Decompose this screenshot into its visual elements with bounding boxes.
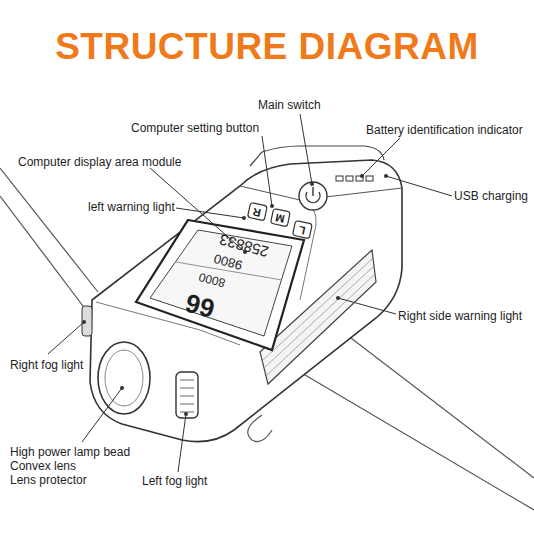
- body-edge: [300, 200, 316, 300]
- display-frame: [136, 220, 304, 350]
- mount-strap: [248, 415, 272, 442]
- handlebar-edge: [300, 372, 534, 510]
- leader-line: [386, 176, 452, 196]
- stripe: [180, 380, 194, 381]
- leader-dot: [336, 296, 340, 300]
- leader-line: [300, 114, 312, 184]
- leader-line: [176, 208, 244, 218]
- battery-indicator: [336, 176, 373, 181]
- part-label: Battery identification indicator: [366, 124, 523, 136]
- fog-light-stripes: [180, 380, 194, 412]
- main-switch: [299, 182, 327, 210]
- leader-line: [338, 298, 396, 314]
- setting-button: [293, 220, 313, 238]
- stripe: [180, 396, 194, 397]
- leader-dot: [310, 182, 314, 186]
- part-label: Main switch: [258, 99, 321, 111]
- part-label: Computer display area module: [18, 156, 181, 168]
- handlebar-edge: [330, 322, 534, 478]
- battery-led: [336, 176, 343, 181]
- battery-led: [346, 176, 353, 181]
- right-fog-light: [82, 306, 92, 336]
- handlebar-edge: [0, 168, 98, 292]
- part-label: Right side warning light: [398, 310, 522, 322]
- handlebar-edge: [0, 196, 92, 318]
- top-cap: [250, 146, 384, 166]
- leader-dot: [184, 412, 188, 416]
- leader-dot: [270, 204, 274, 208]
- part-label: Computer setting button: [131, 122, 259, 134]
- leader-line: [178, 414, 186, 472]
- stripe: [180, 388, 194, 389]
- left-fog-light: [176, 372, 198, 418]
- lamp-lens-inner: [105, 350, 143, 406]
- part-label: Right fog light: [10, 359, 83, 371]
- part-label: USB charging: [454, 190, 528, 202]
- part-label: Lens protector: [10, 474, 87, 486]
- leader-dot: [242, 216, 246, 220]
- leader-line: [82, 388, 122, 442]
- power-icon: [306, 187, 320, 203]
- leader-dot: [384, 174, 388, 178]
- leader-dot: [120, 386, 124, 390]
- part-label: Convex lens: [10, 460, 76, 472]
- setting-button: [248, 202, 268, 220]
- stripe: [180, 404, 194, 405]
- display-screen: [150, 230, 292, 336]
- leader-line: [362, 138, 400, 176]
- diagram-title: STRUCTURE DIAGRAM: [0, 28, 534, 65]
- leader-line: [48, 322, 84, 354]
- lamp-lens: [98, 342, 150, 414]
- part-label: Left fog light: [142, 475, 207, 487]
- part-label: High power lamp bead: [10, 446, 130, 458]
- leader-line: [262, 136, 272, 206]
- part-label: left warning light: [88, 201, 175, 213]
- leader-dot: [82, 320, 86, 324]
- battery-led: [366, 176, 373, 181]
- setting-button: [271, 208, 291, 226]
- leader-dot: [360, 174, 364, 178]
- leader-dots: [82, 174, 388, 416]
